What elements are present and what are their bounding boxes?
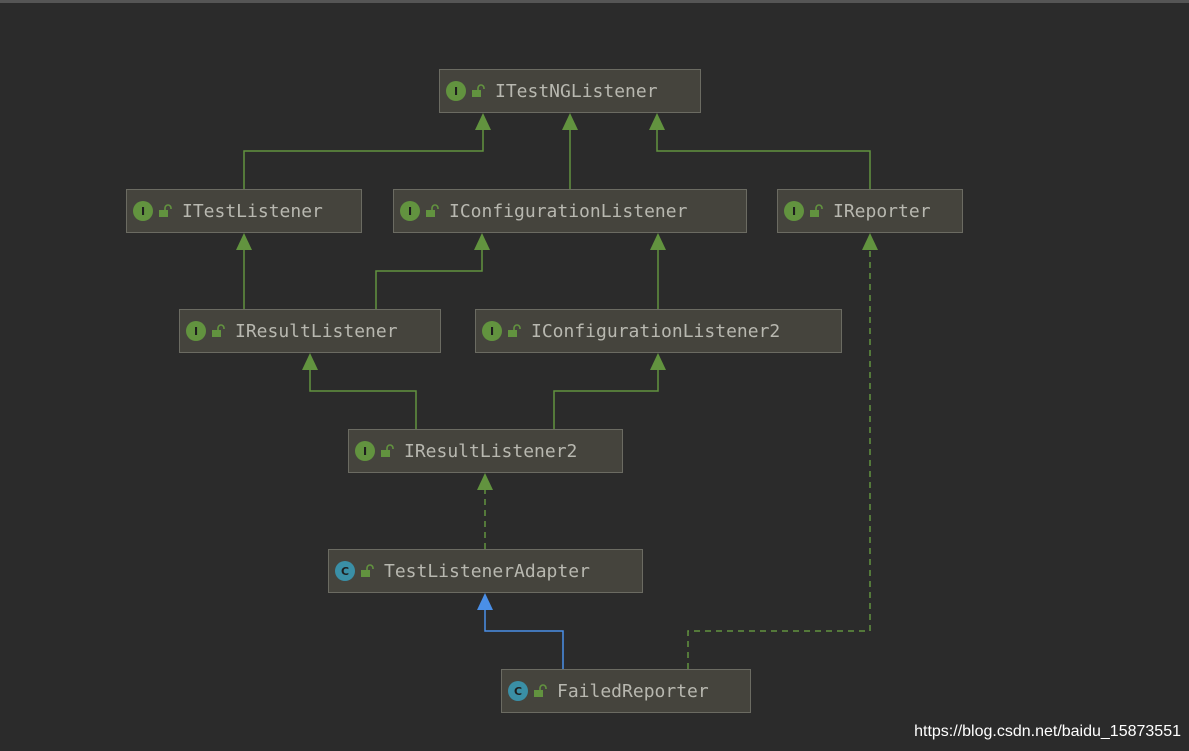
edge-failedreporter-implements-ireporter [687,247,871,669]
arrowhead-itestnglistener-left [475,113,491,130]
arrowhead-iresultlistener [302,353,318,370]
arrowhead-iconfigurationlistener2 [650,353,666,370]
node-label: IResultListener2 [404,440,578,462]
node-iconfigurationlistener2[interactable]: I IConfigurationListener2 [475,309,842,353]
arrowhead-itestlistener [236,233,252,250]
arrowhead-testlisteneradapter [477,593,493,610]
node-iresultlistener[interactable]: I IResultListener [179,309,441,353]
node-label: ITestListener [182,200,323,222]
edges-layer [236,113,878,669]
interface-badge-icon: I [446,81,466,101]
node-testlisteneradapter[interactable]: C TestListenerAdapter [328,549,643,593]
public-lock-icon [159,204,172,217]
arrowhead-iresultlistener2 [477,473,493,490]
node-label: IConfigurationListener [449,200,688,222]
interface-badge-icon: I [400,201,420,221]
public-lock-icon [810,204,823,217]
edge-iresultlistener2-to-iresultlistener [309,367,417,429]
class-badge-icon: C [508,681,528,701]
interface-badge-icon: I [482,321,502,341]
node-failedreporter[interactable]: C FailedReporter [501,669,751,713]
class-badge-icon: C [335,561,355,581]
edge-ireporter-to-itestnglistener [656,127,871,189]
arrowhead-iconfigurationlistener-right [650,233,666,250]
public-lock-icon [472,84,485,97]
public-lock-icon [534,684,547,697]
node-label: TestListenerAdapter [384,560,590,582]
node-label: IResultListener [235,320,398,342]
arrowhead-ireporter [862,233,878,250]
watermark-url: https://blog.csdn.net/baidu_15873551 [914,723,1181,740]
node-ireporter[interactable]: I IReporter [777,189,963,233]
edge-failedreporter-extends-testlisteneradapter [484,607,564,669]
node-label: IReporter [833,200,931,222]
interface-badge-icon: I [133,201,153,221]
node-iconfigurationlistener[interactable]: I IConfigurationListener [393,189,747,233]
arrowhead-itestnglistener-right [649,113,665,130]
edge-itestlistener-to-itestnglistener [243,127,484,189]
edge-iresultlistener-to-iconfigurationlistener [375,247,483,309]
arrowhead-itestnglistener-center [562,113,578,130]
node-label: FailedReporter [557,680,709,702]
public-lock-icon [212,324,225,337]
node-label: IConfigurationListener2 [531,320,781,342]
node-itestlistener[interactable]: I ITestListener [126,189,362,233]
interface-badge-icon: I [186,321,206,341]
arrowhead-iconfigurationlistener-left [474,233,490,250]
public-lock-icon [361,564,374,577]
public-lock-icon [381,444,394,457]
node-label: ITestNGListener [495,80,658,102]
interface-badge-icon: I [784,201,804,221]
edge-iresultlistener2-to-iconfigurationlistener2 [553,367,659,429]
interface-badge-icon: I [355,441,375,461]
node-itestnglistener[interactable]: I ITestNGListener [439,69,701,113]
node-iresultlistener2[interactable]: I IResultListener2 [348,429,623,473]
public-lock-icon [426,204,439,217]
public-lock-icon [508,324,521,337]
